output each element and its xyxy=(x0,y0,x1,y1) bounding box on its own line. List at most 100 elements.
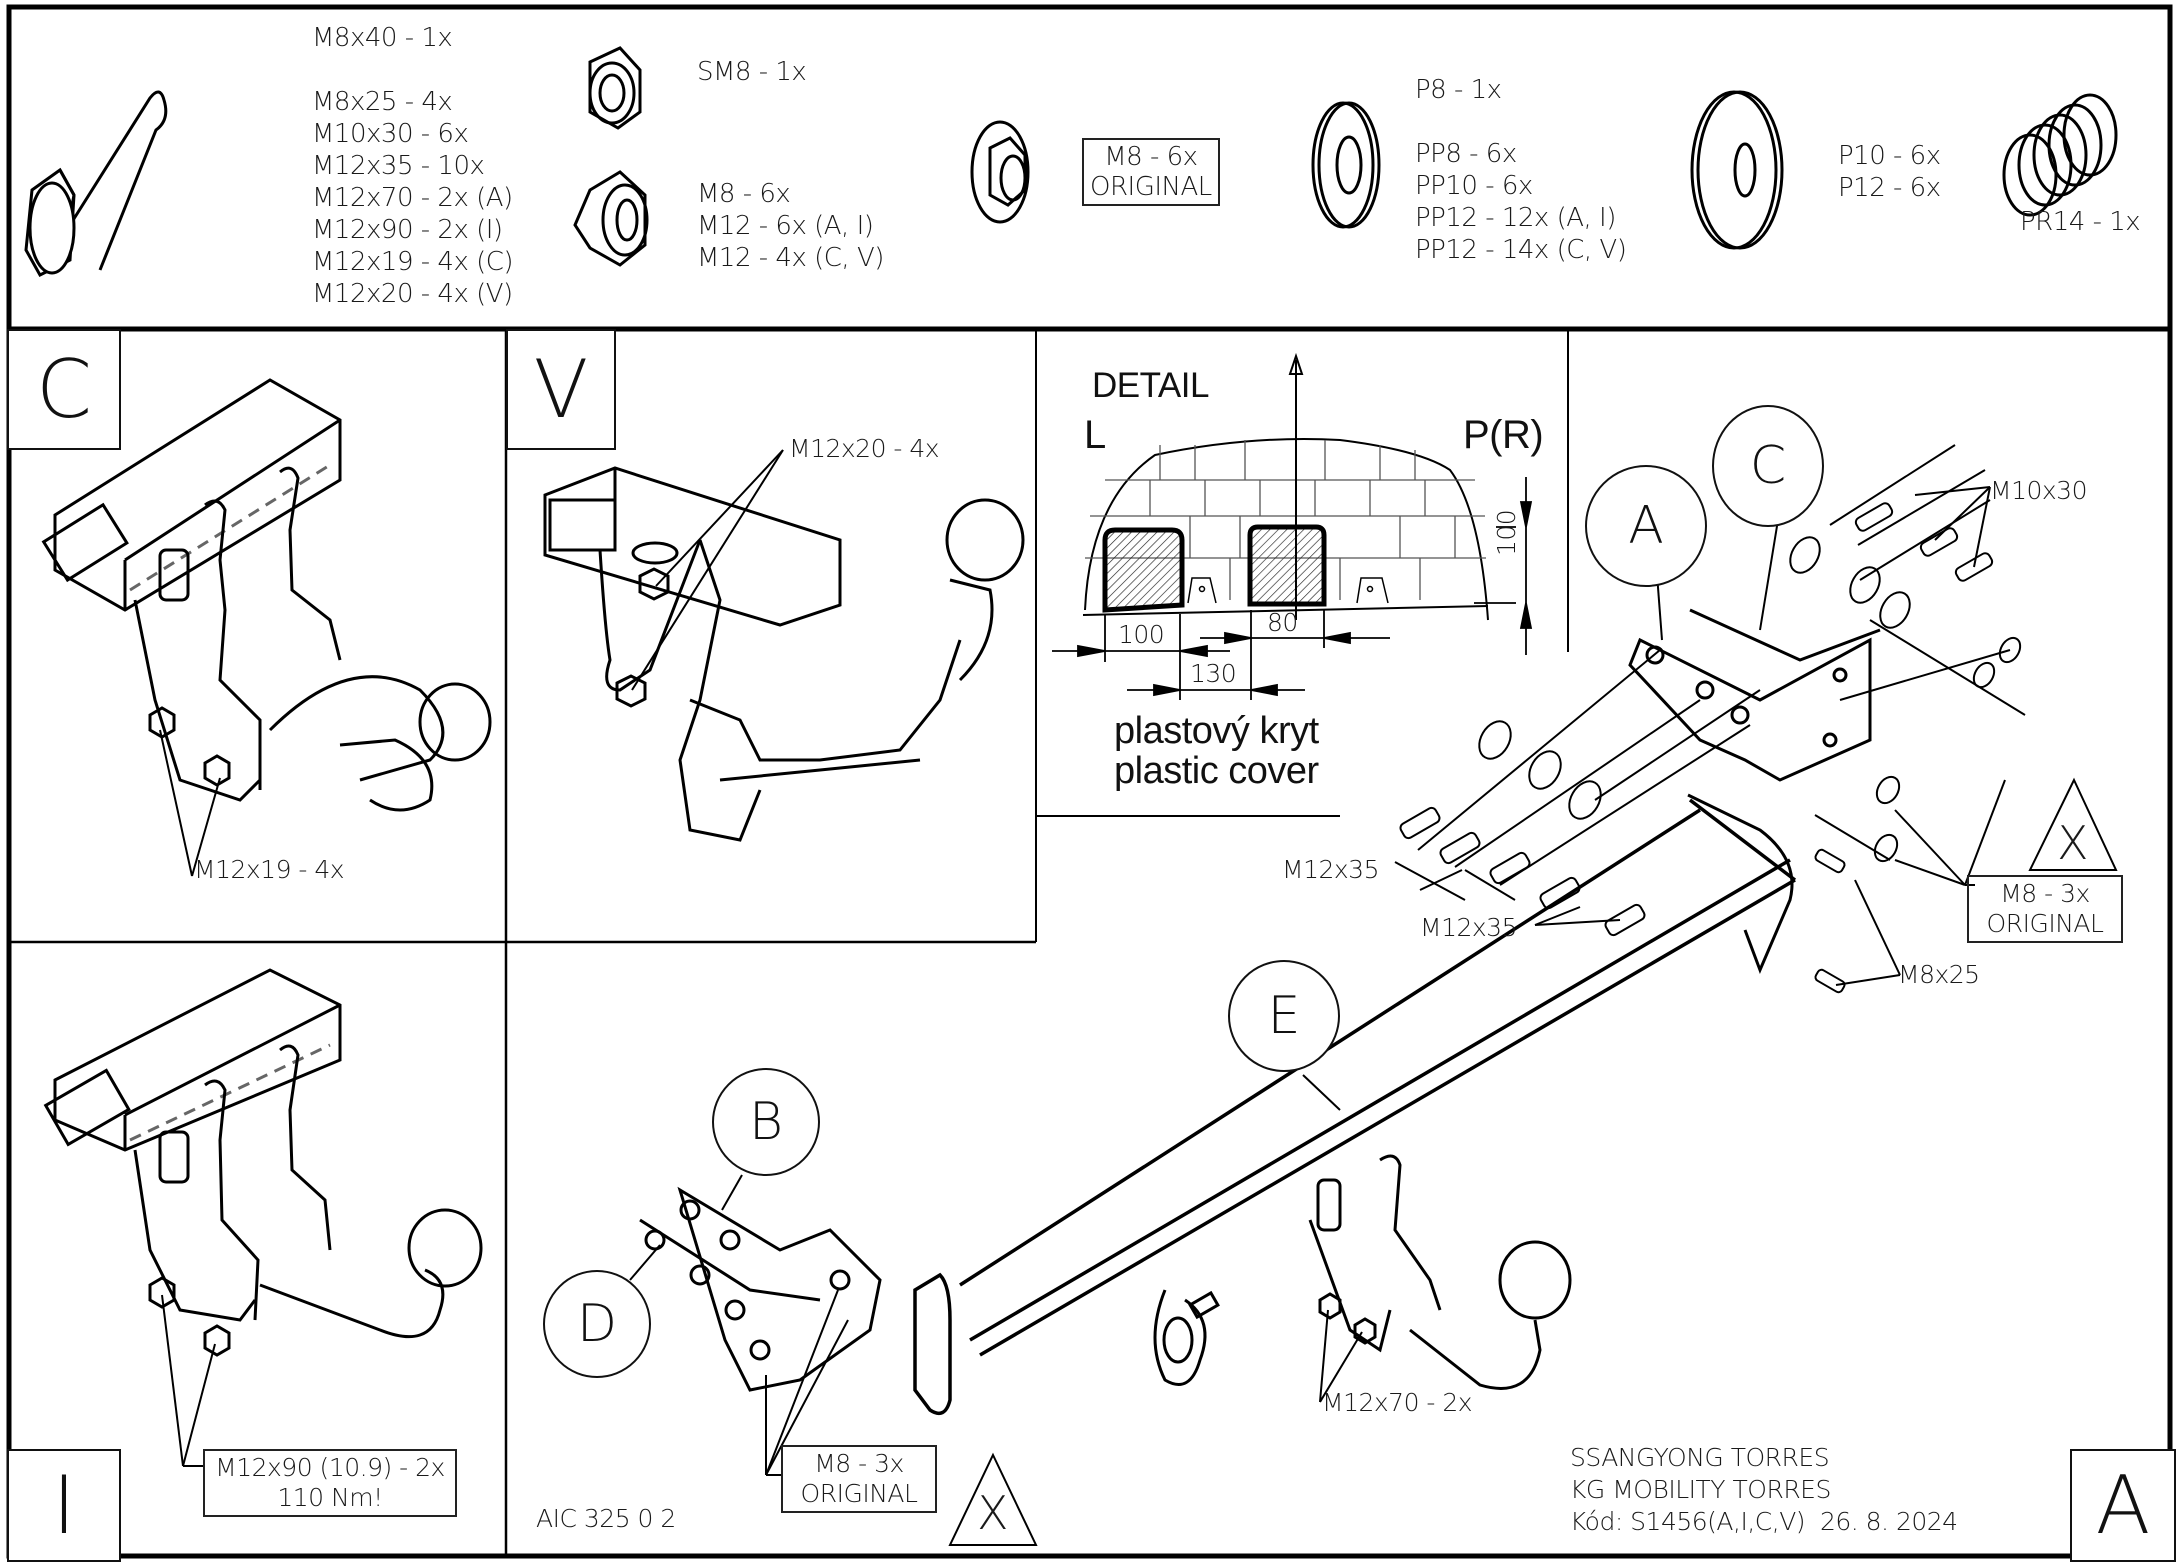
warning-triangle-left xyxy=(948,1452,1038,1546)
tow-bar-cutout-left xyxy=(1102,527,1185,613)
lock-nut-label: SM8 - 1x xyxy=(697,57,807,87)
callout-m12x90-line1: M12x90 (10.9) - 2x xyxy=(215,1453,445,1482)
nut-item: M8 - 6x xyxy=(697,179,791,209)
callout-m12x35-lower: M12x35 xyxy=(1420,913,1518,942)
callout-m8-original-right-line2: ORIGINAL xyxy=(1986,909,2104,938)
dimension-gap: 130 xyxy=(1190,659,1237,688)
callout-m12x70: M12x70 - 2x xyxy=(1322,1388,1473,1417)
bolt-m8x40-label: M8x40 - 1x xyxy=(312,23,453,53)
dimension-lines xyxy=(1052,477,1533,700)
detail-right-side: P(R) xyxy=(1463,413,1544,457)
crossbar xyxy=(913,798,1797,1416)
bolt-item: M12x90 - 2x (I) xyxy=(312,215,503,245)
large-washer-item: P10 - 6x xyxy=(1838,141,1941,171)
callout-leader-i xyxy=(161,1294,216,1467)
large-washer-icon xyxy=(1690,90,1784,250)
large-washer-item: P12 - 6x xyxy=(1838,173,1941,203)
exploded-fasteners xyxy=(1399,444,2026,994)
callout-leader-v xyxy=(631,449,784,691)
bolt-item: M12x19 - 4x (C) xyxy=(312,247,514,277)
detail-note-en: plastic cover xyxy=(1114,750,1319,792)
bolt-item: M12x70 - 2x (A) xyxy=(312,183,513,213)
balloon-d: D xyxy=(543,1270,651,1378)
large-washer-list: P10 - 6x P12 - 6x xyxy=(1838,140,1941,204)
warning-symbol-left: X xyxy=(977,1486,1009,1540)
variant-a-label: A xyxy=(2070,1449,2176,1562)
tow-bar-cutout-center xyxy=(1247,524,1327,607)
balloon-c: C xyxy=(1712,405,1824,527)
flange-nut-label: M8 - 6x ORIGINAL xyxy=(1082,138,1220,206)
detail-left-side: L xyxy=(1084,413,1106,457)
balloon-a: A xyxy=(1585,465,1707,587)
title-code-date: Kód: S1456(A,I,C,V) 26. 8. 2024 xyxy=(1570,1507,1958,1536)
callout-m12x35-upper: M12x35 xyxy=(1282,855,1380,884)
callout-m8-original-left-line2: ORIGINAL xyxy=(800,1479,918,1508)
mount-tabs xyxy=(1187,577,1389,604)
lock-nut-icon xyxy=(588,46,642,130)
bolt-item: M8x25 - 4x xyxy=(312,87,453,117)
hitch-c-illustration xyxy=(41,378,492,812)
detail-note-cz: plastový kryt xyxy=(1114,710,1319,752)
callout-m8-original-right: M8 - 3x ORIGINAL xyxy=(1967,875,2123,943)
callout-m10x30: M10x30 xyxy=(1990,476,2088,505)
variant-c-label: C xyxy=(7,329,121,450)
callout-torque-line2: 110 Nm! xyxy=(277,1483,383,1512)
flange-nut-icon xyxy=(970,120,1030,224)
variant-v-label: V xyxy=(506,329,616,450)
detail-title: DETAIL xyxy=(1092,366,1209,405)
variant-i-label: I xyxy=(7,1449,121,1562)
warning-triangles xyxy=(948,777,2118,1546)
balloon-e: E xyxy=(1228,960,1340,1072)
warning-symbol-right: X xyxy=(2057,816,2089,870)
hitch-a-ball xyxy=(1308,1154,1572,1390)
washer-list: PP8 - 6x PP10 - 6x PP12 - 12x (A, I) PP1… xyxy=(1415,138,1627,266)
title-block: SSANGYONG TORRES KG MOBILITY TORRES Kód:… xyxy=(1570,1442,1958,1538)
spring-washer-icon xyxy=(2002,93,2118,217)
flange-nut-label-line2: ORIGINAL xyxy=(1090,172,1212,202)
callout-m8x25: M8x25 xyxy=(1898,960,1980,989)
washer-p8-label: P8 - 1x xyxy=(1415,75,1502,105)
bracket-right xyxy=(1628,608,1881,975)
balloon-b: B xyxy=(712,1068,820,1176)
nut-item: M12 - 4x (C, V) xyxy=(697,243,884,273)
hitch-v-illustration xyxy=(543,466,1025,842)
leader-lines xyxy=(629,486,2006,1476)
centerline-arrow xyxy=(1288,352,1304,620)
washer-item: PP12 - 14x (C, V) xyxy=(1415,235,1627,265)
washer-item: PP10 - 6x xyxy=(1415,171,1533,201)
hex-nut-icon xyxy=(573,170,649,267)
bracket-left xyxy=(639,1186,882,1392)
parts-illustrations xyxy=(24,46,2118,277)
dimension-left-width: 100 xyxy=(1118,620,1165,649)
hex-bolt-icon xyxy=(24,90,168,277)
washer-icon xyxy=(1311,101,1381,229)
spring-washer-label: PR14 - 1x xyxy=(2020,207,2141,237)
callout-m8-original-right-line1: M8 - 3x xyxy=(2000,879,2090,908)
callout-m12x20: M12x20 - 4x xyxy=(789,434,940,463)
callout-m12x90-torque: M12x90 (10.9) - 2x 110 Nm! xyxy=(203,1449,457,1517)
nut-list: M8 - 6x M12 - 6x (A, I) M12 - 4x (C, V) xyxy=(697,178,884,274)
nut-item: M12 - 6x (A, I) xyxy=(697,211,874,241)
callout-m8-original-left: M8 - 3x ORIGINAL xyxy=(781,1445,937,1513)
hitch-i-illustration xyxy=(43,968,483,1357)
washer-item: PP8 - 6x xyxy=(1415,139,1517,169)
washer-item: PP12 - 12x (A, I) xyxy=(1415,203,1616,233)
title-vehicle-1: SSANGYONG TORRES xyxy=(1570,1443,1830,1472)
callout-m8-original-left-line1: M8 - 3x xyxy=(814,1449,904,1478)
bolt-list: M8x25 - 4x M10x30 - 6x M12x35 - 10x M12x… xyxy=(312,86,514,310)
bolt-item: M12x20 - 4x (V) xyxy=(312,279,513,309)
callout-leader-c xyxy=(159,729,221,877)
bolt-item: M10x30 - 6x xyxy=(312,119,469,149)
warning-triangle-right xyxy=(2028,777,2118,871)
drawing-number: AIC 325 0 2 xyxy=(536,1504,676,1533)
flange-nut-label-line1: M8 - 6x xyxy=(1104,142,1198,172)
dimension-center-width: 80 xyxy=(1267,608,1298,637)
title-vehicle-2: KG MOBILITY TORRES xyxy=(1570,1475,1831,1504)
callout-m12x19: M12x19 - 4x xyxy=(194,855,345,884)
